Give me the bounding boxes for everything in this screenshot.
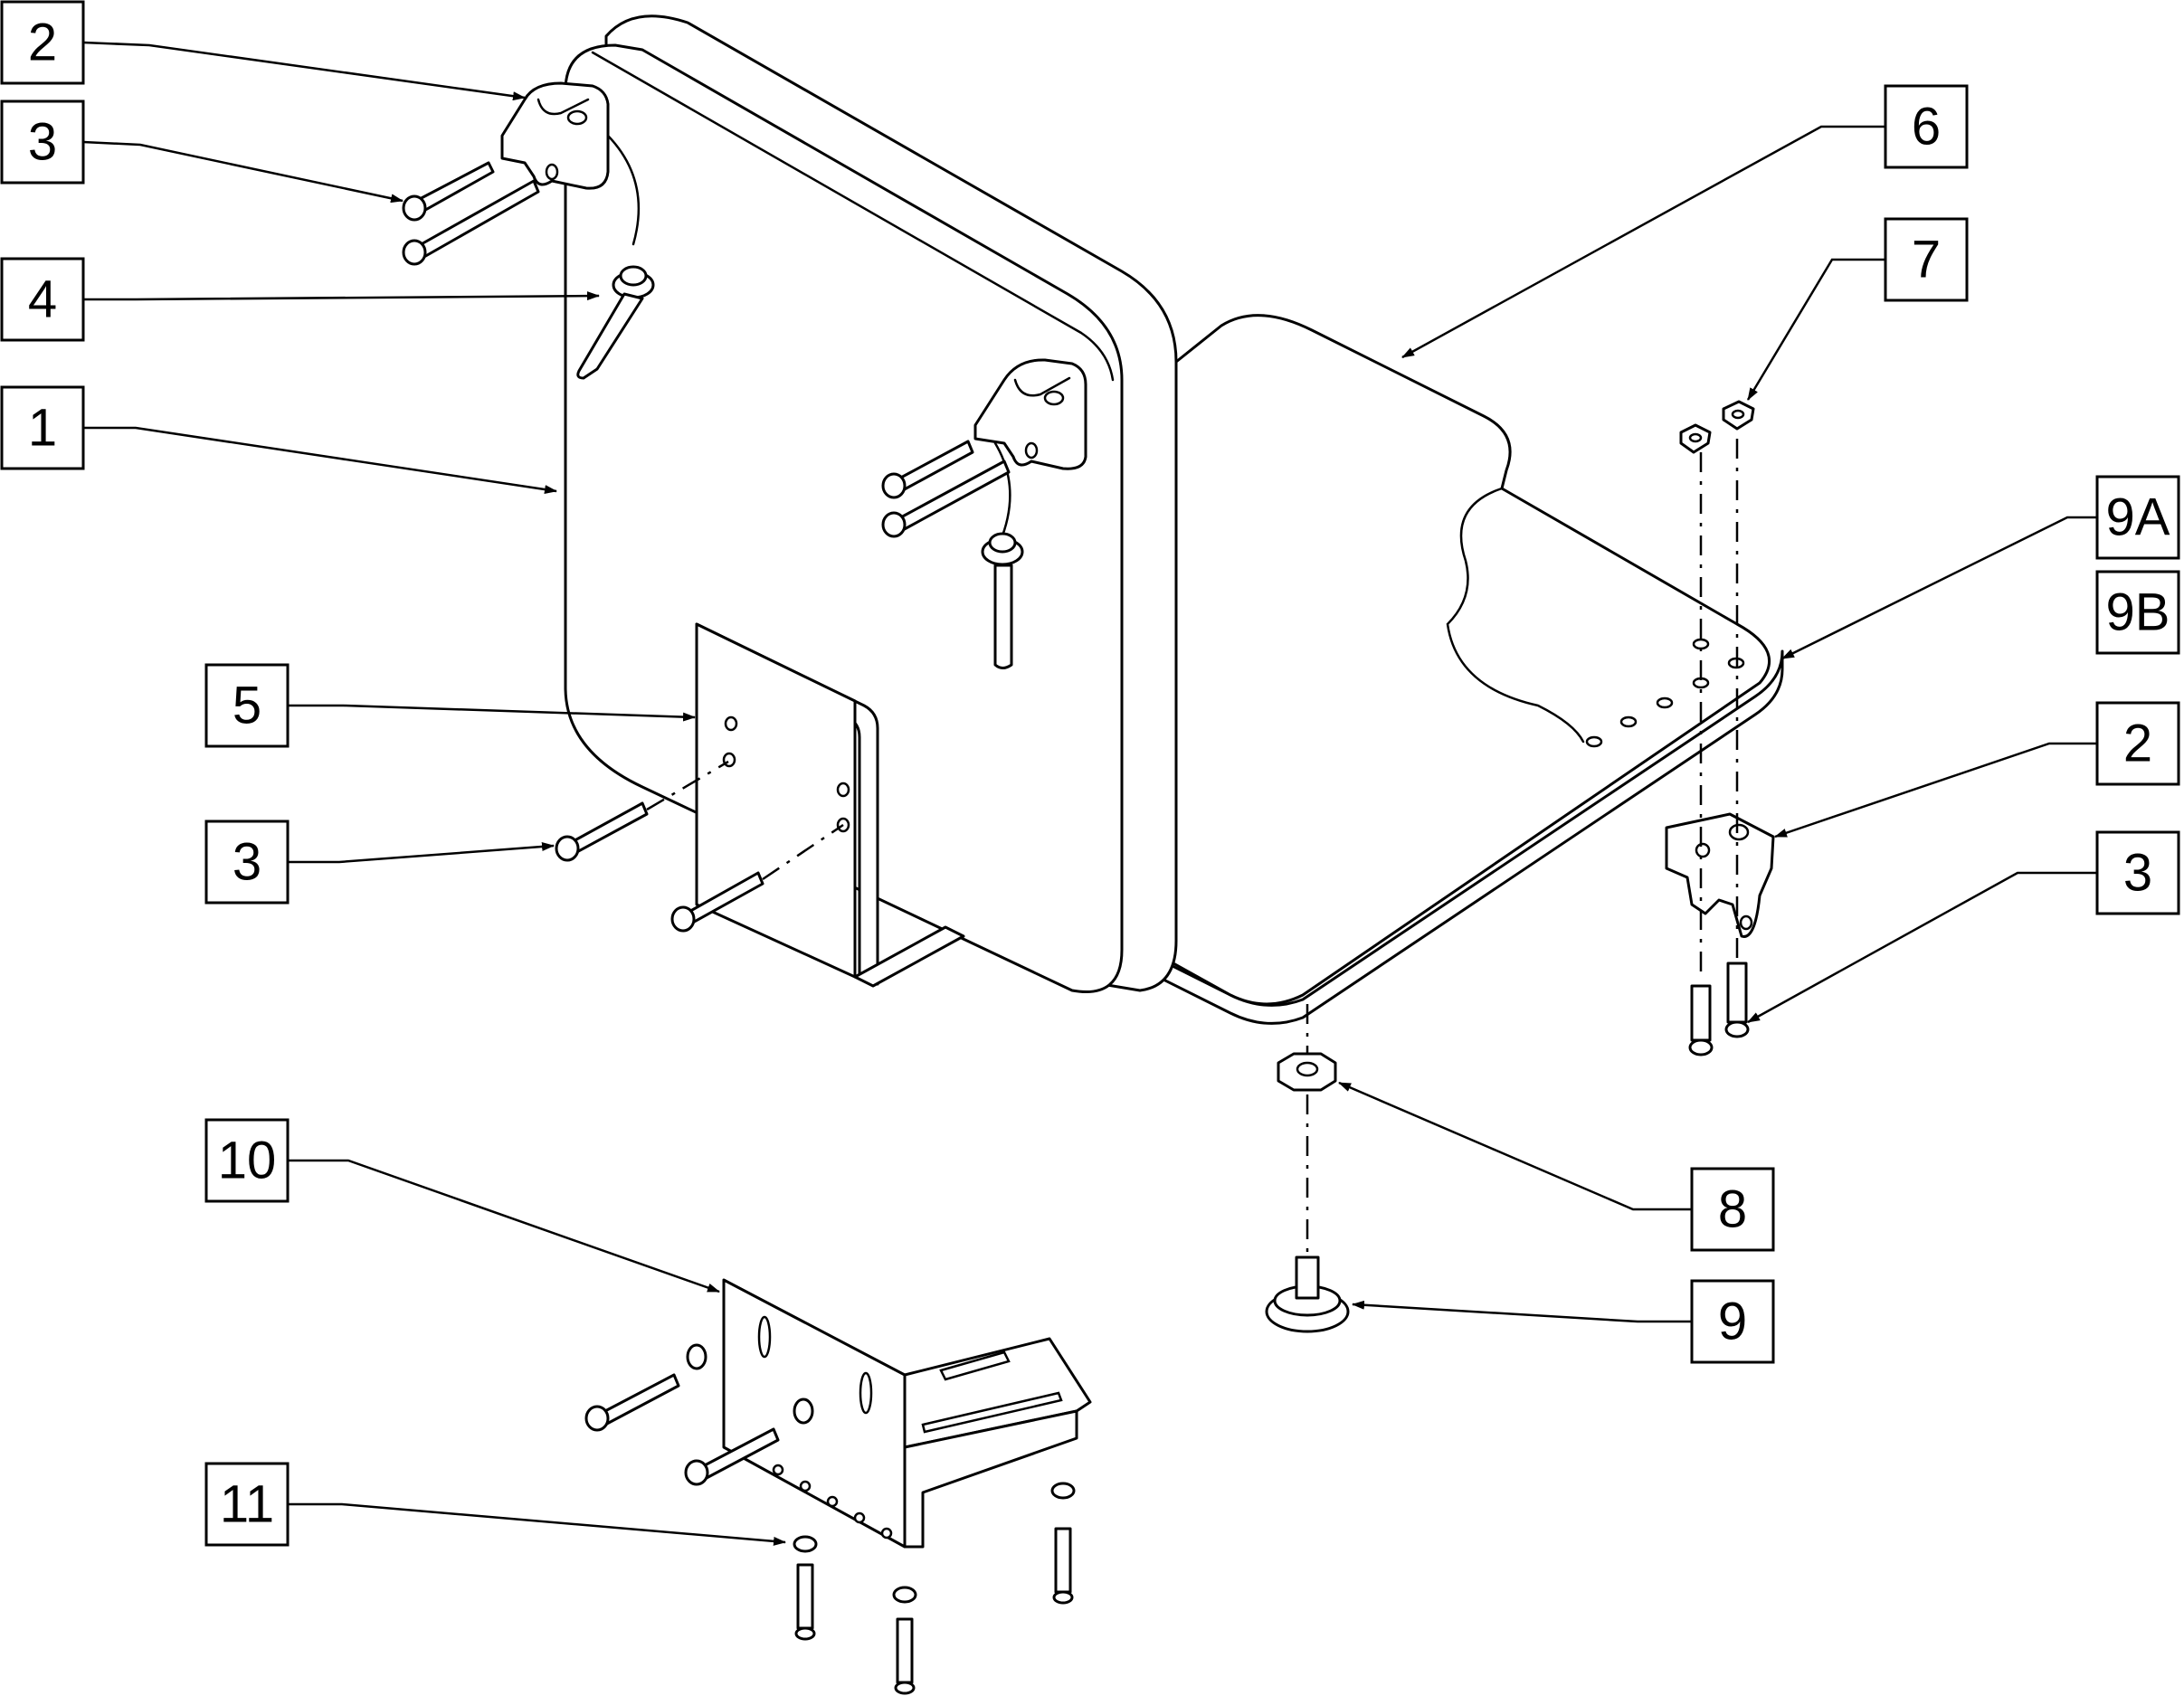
callout-label: 3 [233, 833, 261, 892]
callout-label: 6 [1912, 98, 1941, 156]
callout-2-right: 2 [2095, 701, 2180, 786]
callout-4: 4 [0, 257, 85, 342]
screw-upper-1 [402, 161, 495, 222]
callout-9b: 9B [2095, 570, 2180, 655]
screw-bracket10-2 [684, 1398, 814, 1486]
callout-label: 9B [2106, 583, 2170, 642]
screw-mid-2 [881, 460, 1011, 538]
angle-bracket-10 [722, 1278, 1092, 1549]
seat-hole [1585, 735, 1603, 748]
callout-3-mid: 3 [204, 820, 290, 905]
clamp-hole [1695, 842, 1711, 858]
callout-6: 6 [1884, 84, 1969, 169]
screw-right-2 [1724, 962, 1750, 1038]
clamp-hole [1043, 390, 1065, 406]
slot [921, 1391, 1063, 1434]
callout-10: 10 [204, 1118, 290, 1203]
screw-mid-1 [881, 440, 974, 499]
callout-label: 11 [220, 1475, 274, 1534]
screw-right-1 [1688, 984, 1714, 1056]
leader-lines [82, 41, 2097, 1546]
clamp-upper-left [500, 81, 610, 190]
t-nut-1 [1679, 423, 1712, 454]
t-nut-2 [1722, 400, 1755, 431]
seat-hole [1692, 638, 1710, 650]
screw-upper-2 [402, 179, 540, 266]
callout-1: 1 [0, 385, 85, 470]
callout-label: 2 [28, 14, 57, 72]
slot [939, 1350, 1011, 1381]
slot [859, 1371, 873, 1415]
callout-9: 9 [1690, 1279, 1775, 1364]
callout-8: 8 [1690, 1167, 1775, 1252]
seat-hole [1656, 696, 1674, 709]
callout-9a: 9A [2095, 475, 2180, 560]
callout-5: 5 [204, 663, 290, 748]
slot [757, 1315, 772, 1359]
clamp-mid [973, 358, 1087, 470]
callout-label: 7 [1912, 231, 1941, 289]
release-pin-mid [981, 441, 1024, 669]
callout-label: 3 [28, 113, 57, 172]
callout-label: 9A [2106, 488, 2170, 547]
callout-label: 10 [218, 1132, 277, 1190]
screws-bracket10-bottom [793, 1482, 1076, 1695]
hex-nut [1277, 1052, 1337, 1092]
glide-foot [1265, 1255, 1350, 1333]
callout-label: 5 [233, 677, 261, 735]
callout-label: 1 [28, 399, 57, 458]
callout-2-upper: 2 [0, 0, 85, 85]
callout-11: 11 [204, 1462, 290, 1547]
bracket-hole [836, 782, 850, 798]
bracket-hole [724, 715, 738, 732]
clamp-hole [566, 109, 588, 126]
clamp-hole [545, 163, 559, 181]
seat-pan [1120, 314, 1784, 1025]
release-pin-upper [576, 134, 655, 380]
clamp-hole [1728, 823, 1750, 841]
screw-bracket-2 [670, 823, 844, 933]
screw-bracket10-1 [584, 1343, 707, 1432]
callout-label: 4 [28, 270, 57, 329]
callout-7: 7 [1884, 217, 1969, 302]
callout-3-upper: 3 [0, 99, 85, 185]
callout-label: 8 [1718, 1180, 1747, 1239]
seat-hole [1619, 715, 1638, 728]
callout-3-right: 3 [2095, 830, 2180, 915]
screw-bracket-1 [555, 760, 729, 862]
callout-label: 9 [1718, 1293, 1747, 1351]
clamp-hole [1739, 914, 1753, 931]
callout-label: 3 [2123, 844, 2152, 903]
clamp-hole [1024, 441, 1039, 460]
clamp-right [1665, 812, 1775, 938]
callout-label: 2 [2123, 715, 2152, 773]
